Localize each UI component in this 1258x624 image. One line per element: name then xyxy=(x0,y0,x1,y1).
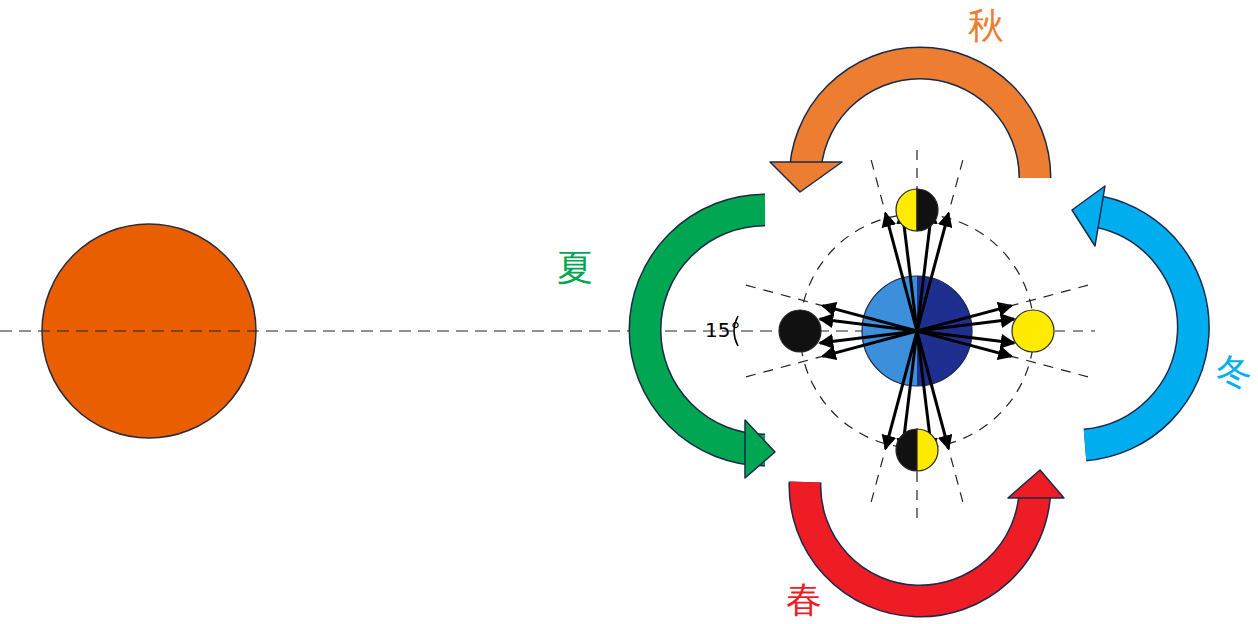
axis-line xyxy=(0,330,880,331)
orbit-guides xyxy=(743,150,1095,525)
direction-arrows xyxy=(820,210,1015,452)
angle-label: 15° xyxy=(705,320,740,340)
season-label: 夏 xyxy=(557,250,593,286)
season-label: 秋 xyxy=(968,8,1004,44)
season-label: 春 xyxy=(786,582,822,618)
sun xyxy=(42,224,256,438)
moons xyxy=(779,189,1054,471)
season-label: 冬 xyxy=(1216,354,1252,390)
season-arrows xyxy=(645,63,1193,601)
